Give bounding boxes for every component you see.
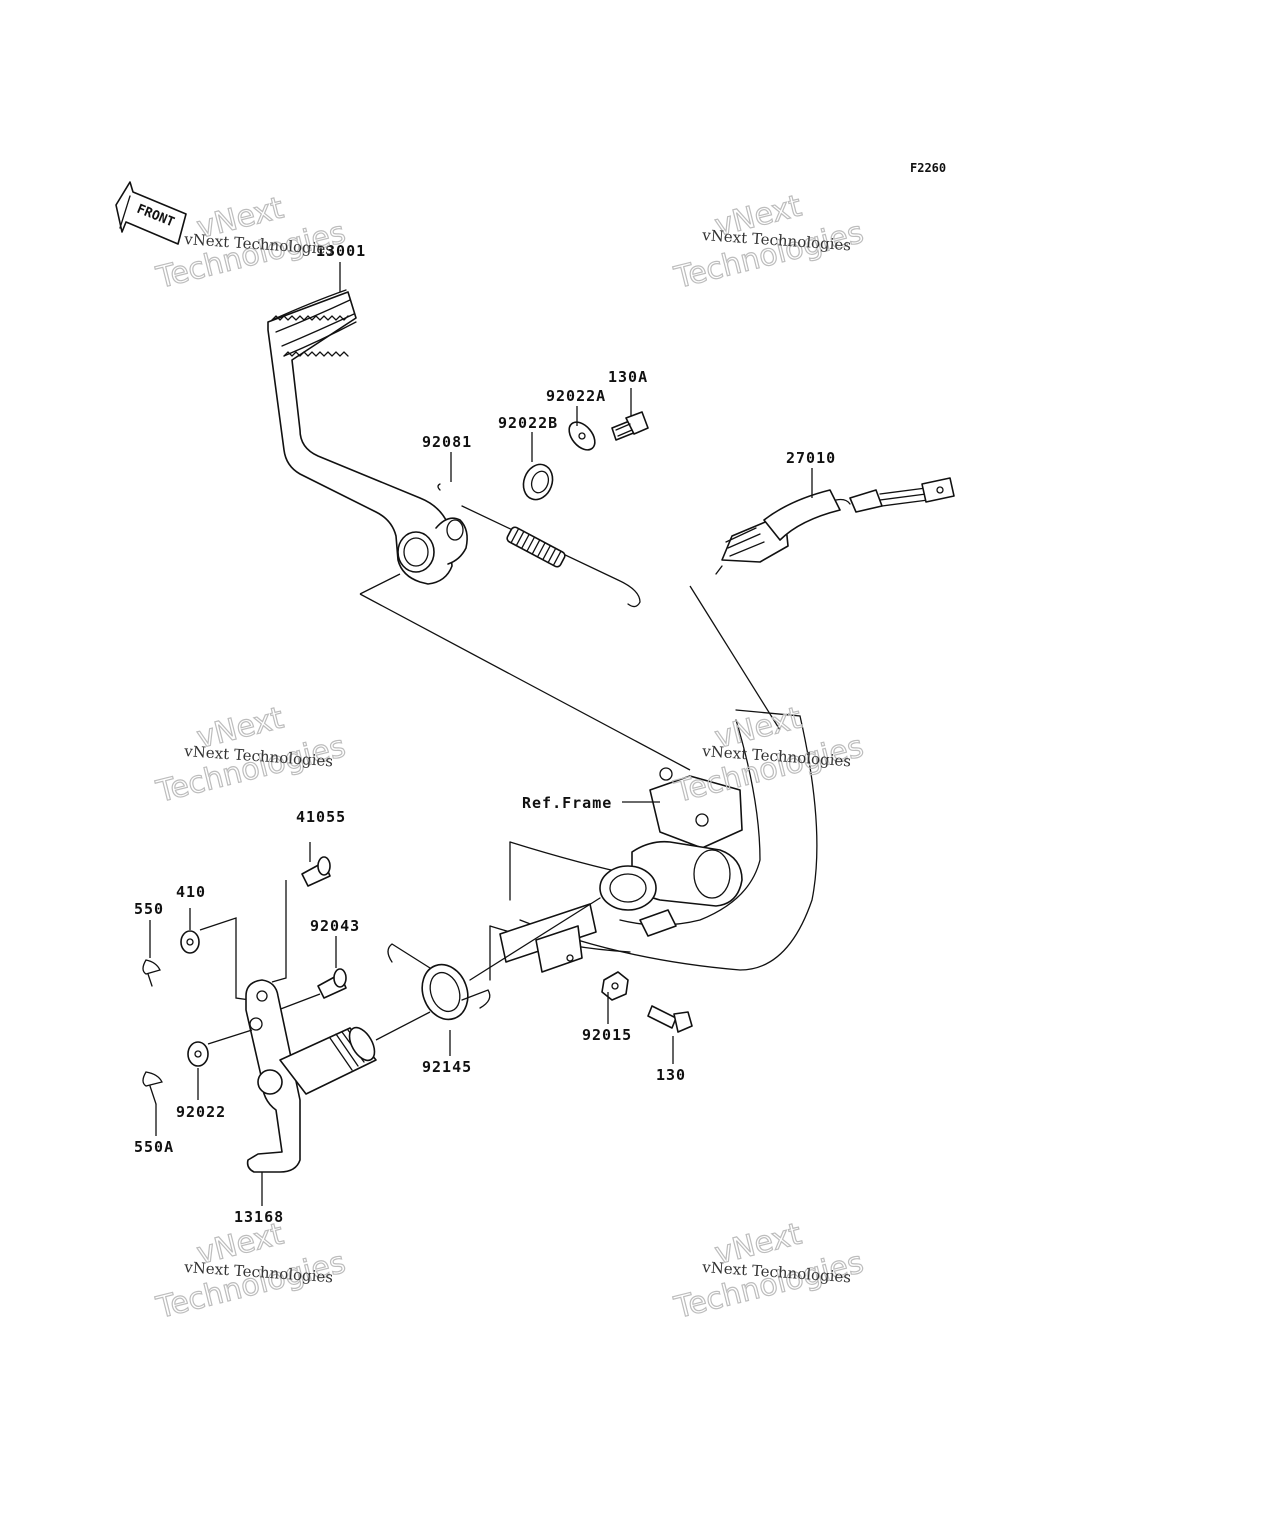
nut-92015: [601, 971, 629, 1024]
watermark-top-right: vNext Technologies vNext Technologies: [670, 188, 868, 297]
diagram-code: F2260: [910, 161, 946, 175]
pin-92043: [277, 936, 347, 1011]
spring-92081: [437, 483, 641, 608]
watermark-bottom-right: vNext Technologies vNext Technologies: [670, 1216, 868, 1327]
brake-lever-13168: [245, 979, 431, 1206]
label-130A: 130A: [608, 368, 648, 386]
watermark-middle-right: vNext Technologies vNext Technologies: [670, 700, 868, 811]
pin-41055: [271, 842, 331, 983]
label-13168: 13168: [234, 1208, 284, 1226]
brake-switch-27010: [715, 477, 955, 575]
label-92015: 92015: [582, 1026, 632, 1044]
cotter-pin-550: [142, 920, 161, 987]
bolt-130A: [611, 411, 649, 441]
label-550: 550: [134, 900, 164, 918]
label-41055: 41055: [296, 808, 346, 826]
brake-pedal-13001: [267, 289, 468, 585]
label-27010: 27010: [786, 449, 836, 467]
label-92081: 92081: [422, 433, 472, 451]
washer-92022B: [522, 463, 554, 501]
washer-410: [180, 908, 251, 1001]
washer-92022A: [568, 421, 596, 451]
washer-92022: [187, 1029, 253, 1100]
label-92022B: 92022B: [498, 414, 558, 432]
label-ref-frame: Ref.Frame: [522, 794, 612, 812]
label-410: 410: [176, 883, 206, 901]
cotter-pin-550A: [142, 1071, 163, 1136]
label-550A: 550A: [134, 1138, 174, 1156]
label-92145: 92145: [422, 1058, 472, 1076]
bolt-130: [647, 1005, 693, 1064]
watermark-top-left: vNext Technologies vNext Technologies: [152, 190, 350, 297]
return-spring-92145: [387, 943, 491, 1056]
label-130: 130: [656, 1066, 686, 1084]
watermark-middle-left: vNext Technologies vNext Technologies: [152, 700, 350, 811]
label-92022: 92022: [176, 1103, 226, 1121]
frame-section: [469, 709, 818, 981]
front-arrow-icon: FRONT: [115, 181, 187, 245]
watermark-bottom-left: vNext Technologies vNext Technologies: [152, 1216, 350, 1327]
label-92022A: 92022A: [546, 387, 606, 405]
label-92043: 92043: [310, 917, 360, 935]
label-13001: 13001: [316, 242, 366, 260]
